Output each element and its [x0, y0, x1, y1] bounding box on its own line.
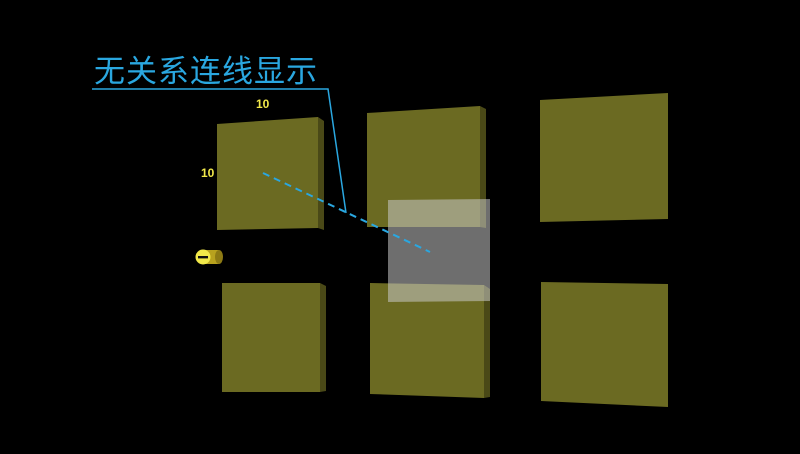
selection-overlay-plane[interactable] — [388, 199, 490, 302]
cylinder-end — [215, 250, 223, 264]
callout-title: 无关系连线显示 — [94, 54, 318, 90]
panel-bottom-middle-face — [370, 283, 484, 398]
panel-bottom-left-face — [222, 283, 320, 392]
minus-cylinder-icon[interactable] — [195, 249, 224, 265]
panel-bottom-left-side — [320, 283, 326, 392]
panel-bottom-left[interactable] — [222, 283, 326, 392]
panel-top-middle-face — [367, 106, 480, 227]
panel-top-middle-side — [480, 106, 486, 228]
minus-glyph — [198, 256, 208, 259]
panel-top-left[interactable] — [217, 117, 324, 230]
panel-bottom-right[interactable] — [541, 282, 668, 407]
panel-bottom-middle-side — [484, 285, 490, 398]
panel-bottom-middle[interactable] — [370, 283, 490, 398]
overlay-plane-face — [388, 199, 490, 302]
callout-leader-line — [92, 88, 347, 214]
panel-top-right[interactable] — [540, 93, 668, 222]
dashed-relation-line — [262, 172, 431, 253]
dimension-label-left: 10 — [201, 166, 215, 180]
panel-top-middle[interactable] — [367, 106, 486, 228]
panel-top-right-face — [540, 93, 668, 222]
dimension-label-top: 10 — [256, 97, 270, 111]
panel-bottom-right-face — [541, 282, 668, 407]
panel-top-left-face — [217, 117, 318, 230]
panel-top-left-side — [318, 117, 324, 230]
